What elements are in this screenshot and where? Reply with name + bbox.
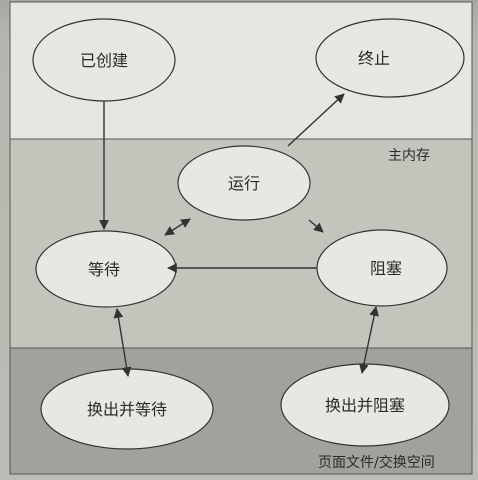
arrow-waiting-swapped-waiting bbox=[113, 308, 132, 377]
swapped-blocked-label: 换出并阻塞 bbox=[325, 396, 405, 415]
arrow-running-to-terminated bbox=[287, 93, 345, 147]
main-memory-label: 主内存 bbox=[388, 148, 430, 164]
swapped-waiting-label: 换出并等待 bbox=[87, 400, 167, 419]
terminated-label: 终止 bbox=[358, 49, 390, 68]
waiting-label: 等待 bbox=[88, 260, 120, 279]
swap-space-label: 页面文件/交换空间 bbox=[318, 454, 435, 471]
arrow-blocked-swapped-blocked bbox=[359, 306, 379, 374]
running-state bbox=[177, 145, 311, 221]
arrow-running-to-blocked bbox=[308, 219, 324, 233]
arrow-running-waiting bbox=[164, 218, 191, 236]
blocked-label: 阻塞 bbox=[370, 259, 402, 278]
running-label: 运行 bbox=[228, 174, 260, 193]
created-label: 已创建 bbox=[80, 51, 128, 70]
terminated-state bbox=[315, 18, 465, 98]
